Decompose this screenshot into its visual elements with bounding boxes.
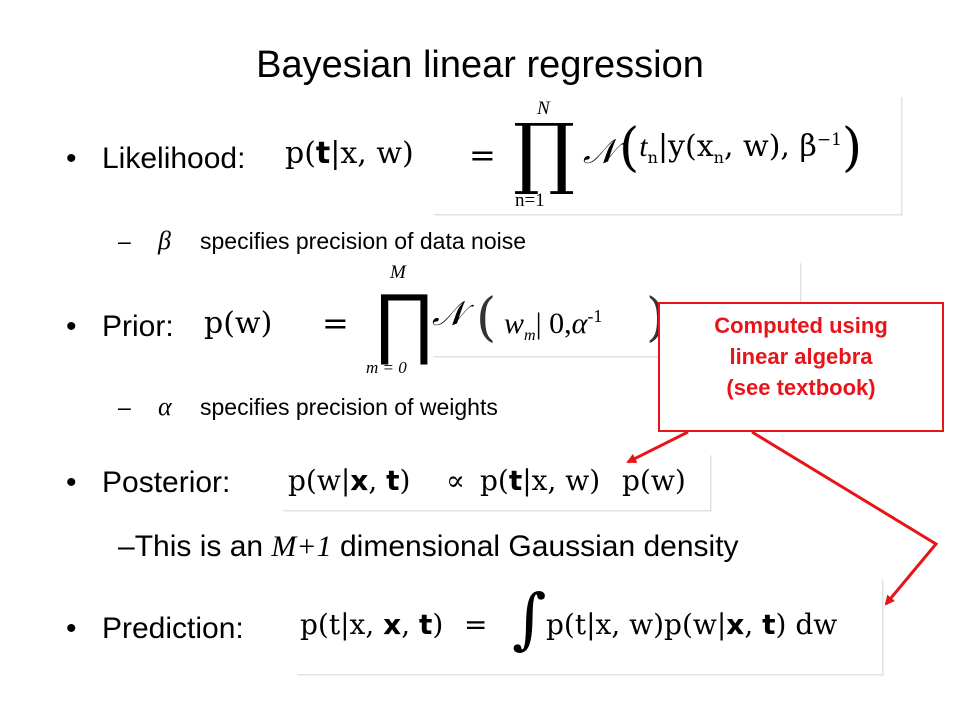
posterior-formula: p(w|x, t) ∝ p(t|x, w) p(w) xyxy=(282,454,710,510)
product-symbol: ∏ xyxy=(513,108,576,198)
likelihood-lhs: p(t|x, w) xyxy=(285,136,414,171)
prior-lhs: p(w) xyxy=(204,306,273,341)
prediction-formula: p(t|x, x, t) = ∫ p(t|x, w)p(w|x, t) dw xyxy=(296,578,882,674)
posterior-likelihood: p(t|x, w) xyxy=(480,464,601,497)
dimension-var: M+1 xyxy=(271,530,332,563)
alpha-symbol: α xyxy=(571,307,588,340)
callout-box: Computed using linear algebra (see textb… xyxy=(658,302,944,432)
posterior-prior: p(w) xyxy=(622,464,686,497)
posterior-lhs: p(w|x, t) xyxy=(288,464,411,497)
prediction-label: Prediction: xyxy=(102,612,244,645)
prior-product-symbol: ∏ xyxy=(372,277,437,365)
prior-lower: m = 0 xyxy=(366,358,407,377)
bullet-likelihood: • Likelihood: xyxy=(66,142,245,176)
likelihood-label: Likelihood: xyxy=(102,142,246,175)
prediction-lhs: p(t|x, x, t) xyxy=(300,608,444,641)
bullet-glyph: • xyxy=(66,142,77,175)
prior-eq: = xyxy=(322,304,349,342)
prior-args: wm| 0,α-1 xyxy=(504,306,603,344)
prior-label: Prior: xyxy=(102,310,174,343)
alpha-note-symbol: α xyxy=(158,392,172,421)
posterior-label: Posterior: xyxy=(102,466,231,499)
arrow-to-prediction xyxy=(751,430,939,606)
slide-title: Bayesian linear regression xyxy=(256,44,704,86)
prediction-integrand: p(t|x, w)p(w|x, t) dw xyxy=(546,608,838,641)
arrow-to-posterior xyxy=(626,430,689,464)
likelihood-formula: = N ∏ n=1 𝒩 (tn|y(xn, w), β−1) xyxy=(433,96,901,214)
likelihood-args: (tn|y(xn, w), β−1) xyxy=(619,118,863,178)
normal-dist-symbol: 𝒩 xyxy=(583,134,616,171)
integral-symbol: ∫ xyxy=(512,580,547,657)
posterior-note: –This is an M+1 dimensional Gaussian den… xyxy=(118,530,739,563)
prior-upper: M xyxy=(390,262,406,283)
beta-symbol: β xyxy=(158,226,171,255)
bullet-prior: •Prior: xyxy=(66,310,174,343)
propto-symbol: ∝ xyxy=(446,464,465,497)
bullet-posterior: •Posterior: xyxy=(66,466,231,499)
prior-normal-symbol: 𝒩 xyxy=(432,296,465,333)
bullet-prediction: •Prediction: xyxy=(66,612,244,645)
